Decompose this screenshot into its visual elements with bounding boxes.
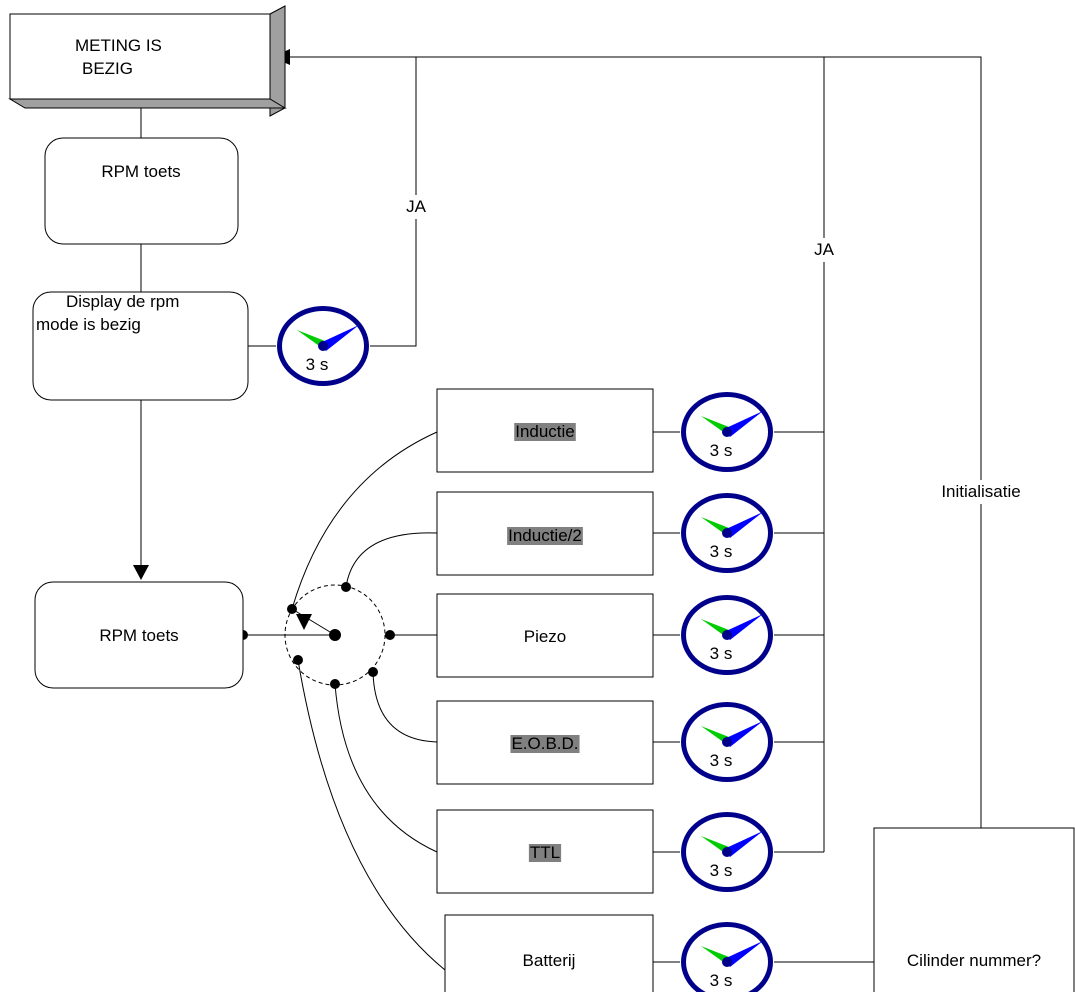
timer-hand-green: [701, 836, 729, 854]
ja-right-bg: [806, 238, 842, 262]
timer-hand-blue: [724, 512, 763, 538]
switch-arrow-icon: [296, 614, 312, 630]
mode-label: Inductie/2: [508, 526, 582, 545]
timer-hand-blue: [724, 941, 763, 967]
timer-hand-blue: [320, 325, 359, 351]
timers: 3 s 3 s 3 s 3 s 3 s 3 s 3 s: [277, 306, 773, 992]
start-line1: METING IS: [75, 36, 162, 55]
timer-pivot: [722, 630, 732, 640]
mode-box-shape: [436, 593, 654, 678]
line-ja-left-loop: [287, 56, 417, 347]
contact-dot: [330, 679, 340, 689]
display-line1: Display de rpm: [66, 292, 179, 311]
timer-label: 3 s: [710, 861, 733, 880]
timer-clock-icon: 3 s: [681, 595, 773, 675]
timer-pivot: [722, 957, 732, 967]
timer-hand-green: [701, 619, 729, 637]
line-initialisatie-loop: [287, 56, 982, 828]
ja-left-label: JA: [406, 197, 427, 216]
timer-label: 3 s: [306, 355, 329, 374]
wire-batterij: [297, 659, 446, 971]
mode-label: E.O.B.D.: [511, 734, 578, 753]
timer-hand-green: [701, 517, 729, 535]
contact-dot: [341, 582, 351, 592]
mode-box-shape: [444, 914, 654, 992]
timer-clock-icon: 3 s: [681, 812, 773, 892]
timer-hand-blue: [724, 721, 763, 747]
timer-clock-icon: 3 s: [681, 922, 773, 992]
mode-box-piezo: Piezo: [436, 593, 654, 678]
mode-highlight: [514, 423, 576, 441]
timer-clock-icon: 3 s: [681, 702, 773, 782]
timer-hand-blue: [724, 411, 763, 437]
rpm-key-top-box: RPM toets: [44, 137, 239, 245]
rpm-key-bottom-box: RPM toets: [34, 581, 244, 689]
rpm-key-bottom-label: RPM toets: [99, 626, 178, 645]
mode-label: TTL: [530, 843, 560, 862]
timer-hand-blue: [724, 614, 763, 640]
contact-dot: [329, 629, 341, 641]
timer-label: 3 s: [710, 542, 733, 561]
rpm-key-top-shape: [44, 137, 239, 245]
mode-label: Batterij: [523, 951, 576, 970]
contact-dot: [293, 655, 303, 665]
timer-hand-green: [701, 726, 729, 744]
timer-label: 3 s: [710, 441, 733, 460]
mode-highlight: [528, 844, 562, 862]
timer-label: 3 s: [710, 644, 733, 663]
wire-ttl: [334, 683, 438, 853]
mode-label: Piezo: [524, 627, 567, 646]
contact-dot: [287, 604, 297, 614]
mode-highlight: [507, 527, 583, 545]
contact-dot: [385, 630, 395, 640]
mode-box-inductie: Inductie: [436, 388, 654, 473]
ja-left-bg: [398, 195, 434, 219]
timer-pivot: [722, 528, 732, 538]
start-box-shadow-side: [269, 5, 286, 117]
start-box: METING IS BEZIG: [8, 5, 287, 117]
timer-clock-icon: 3 s: [681, 493, 773, 573]
cilinder-box: Cilinder nummer?: [873, 827, 1075, 992]
start-line2: BEZIG: [82, 59, 133, 78]
mode-box-ttl: TTL: [436, 809, 654, 894]
display-box-shape: [32, 291, 249, 401]
start-box-shadow-bottom: [8, 98, 287, 109]
cilinder-label: Cilinder nummer?: [907, 951, 1041, 970]
timer-pivot: [722, 737, 732, 747]
mode-boxes: Inductie Inductie/2 Piezo E.O.B.D. TTL B…: [436, 388, 654, 992]
mode-label: Inductie: [515, 422, 575, 441]
timer-hand-green: [701, 946, 729, 964]
contact-dot: [368, 667, 378, 677]
cilinder-box-shape: [873, 827, 1075, 992]
timer-pivot: [722, 847, 732, 857]
mode-box-batterij: Batterij: [444, 914, 654, 992]
timer-hand-blue: [724, 831, 763, 857]
timer-label: 3 s: [710, 971, 733, 990]
rpm-key-top-label: RPM toets: [101, 162, 180, 181]
mode-box-eobd: E.O.B.D.: [436, 700, 654, 785]
display-line2: mode is bezig: [36, 315, 141, 334]
mode-box-inductie2: Inductie/2: [436, 491, 654, 576]
switch-wiper: [291, 608, 336, 636]
wire-inductie2: [345, 532, 438, 588]
wire-eobd: [372, 671, 438, 743]
timer-hand-green: [297, 330, 325, 348]
display-box: Display de rpm mode is bezig: [32, 291, 249, 401]
wire-inductie: [291, 431, 438, 610]
ja-right-label: JA: [814, 240, 835, 259]
initialisatie-bg: [925, 480, 1037, 504]
timer-pivot: [318, 341, 328, 351]
timer-pivot: [722, 427, 732, 437]
arrow-down-icon: [133, 565, 149, 580]
timer-label: 3 s: [710, 751, 733, 770]
rpm-key-bottom-shape: [34, 581, 244, 689]
timer-clock-icon: 3 s: [681, 392, 773, 472]
start-box-face: [9, 13, 271, 100]
mode-highlight: [510, 735, 580, 753]
initialisatie-label: Initialisatie: [941, 482, 1020, 501]
timer-hand-green: [701, 416, 729, 434]
timer-clock-icon: 3 s: [277, 306, 369, 386]
